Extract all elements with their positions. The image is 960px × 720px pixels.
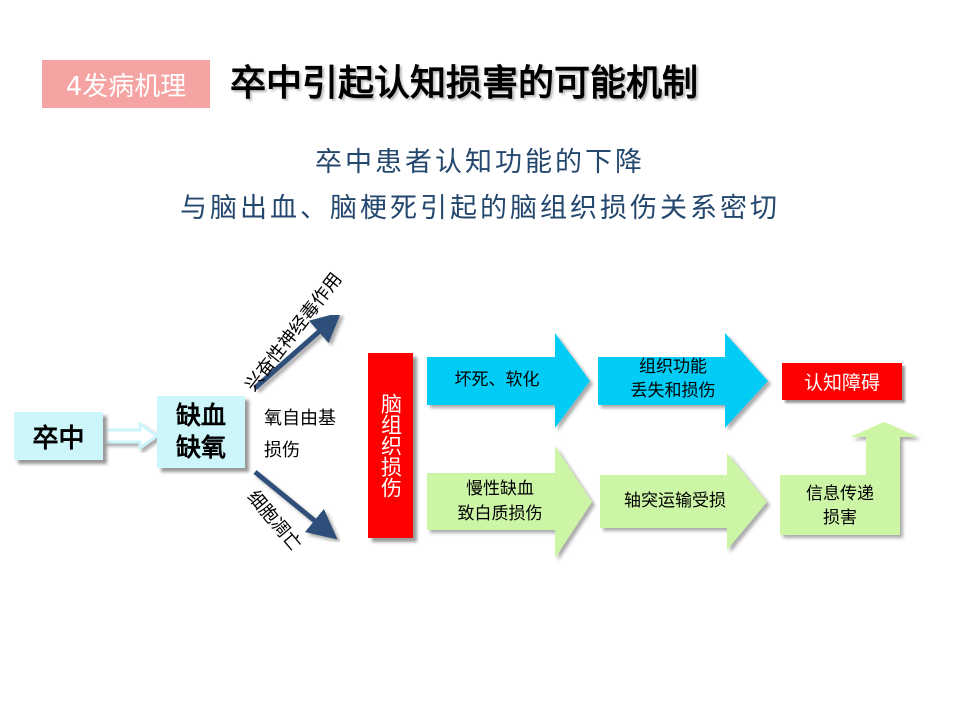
brain-damage-box: 脑组织损伤 <box>368 353 413 538</box>
section-badge: 4发病机理 <box>42 60 210 108</box>
bottom-step-3-line-2: 损害 <box>823 508 857 528</box>
bottom-step-1-line-2: 致白质损伤 <box>457 504 543 524</box>
top-step-2-line-2: 丢失和损伤 <box>630 381 716 401</box>
arrow-apoptosis <box>253 470 338 540</box>
green-arrow-1 <box>427 446 592 558</box>
slide-title: 卒中引起认知损害的可能机制 <box>230 63 699 104</box>
cognitive-impairment-box: 认知障碍 <box>782 363 902 400</box>
cyan-arrow-1 <box>427 333 590 428</box>
hollow-arrow <box>101 421 160 451</box>
green-up-arrow <box>780 422 918 535</box>
top-step-2-line-1: 组织功能 <box>639 357 707 377</box>
green-arrow-2 <box>600 453 767 550</box>
bottom-step-3-line-1: 信息传递 <box>806 484 874 504</box>
bottom-step-2: 轴突运输受损 <box>624 491 726 511</box>
ischemia-box: 缺血缺氧 <box>157 396 245 468</box>
bottom-step-1-line-1: 慢性缺血 <box>466 479 534 499</box>
subtitle-line-1: 卒中患者认知功能的下降 <box>315 147 645 178</box>
label-free-radical-1: 氧自由基 <box>264 408 336 429</box>
subtitle-line-2: 与脑出血、脑梗死引起的脑组织损伤关系密切 <box>180 193 780 224</box>
cyan-arrow-2 <box>598 333 768 428</box>
top-step-1: 坏死、软化 <box>454 370 540 390</box>
label-free-radical-2: 损伤 <box>264 440 300 461</box>
stroke-box: 卒中 <box>14 412 103 460</box>
arrow-excitotoxic <box>253 312 342 390</box>
